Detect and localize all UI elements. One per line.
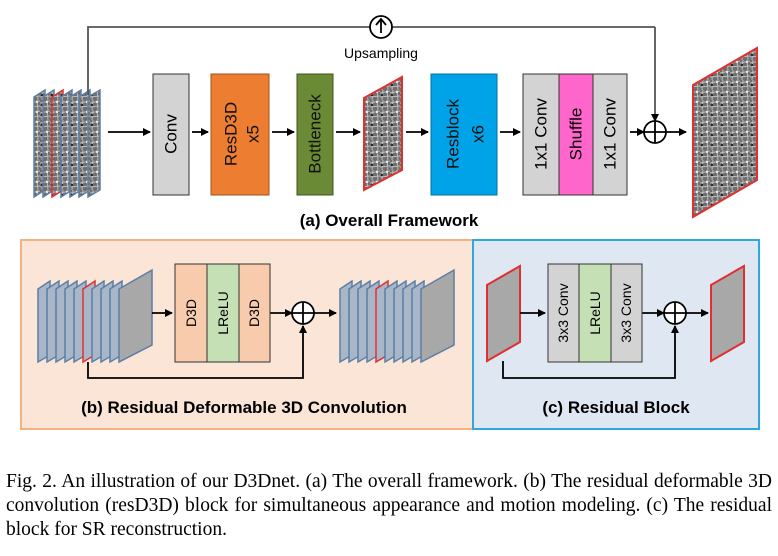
conv3x3-a-label: 3x3 Conv xyxy=(555,283,571,342)
resd3d-label: ResD3D xyxy=(222,102,241,166)
resd3d-output-frames xyxy=(339,268,455,364)
upsampling-skip-connection xyxy=(87,26,659,122)
lrelu-block-b: LReLU xyxy=(206,263,240,363)
resd3d-input-frames xyxy=(37,268,153,364)
resd3d-repeat-label: x5 xyxy=(244,125,263,143)
resblock-repeat-label: x6 xyxy=(469,125,488,143)
residual-input-frame xyxy=(486,264,521,363)
conv3x3-a-block: 3x3 Conv xyxy=(547,263,580,363)
lrelu-block-c: LReLU xyxy=(578,263,612,363)
shuffle-block: Shuffle xyxy=(558,73,594,196)
lrelu-c-label: LReLU xyxy=(587,291,603,335)
resd3d-panel: D3D LReLU D3D (b) Residual Defo xyxy=(20,239,474,430)
resd3d-block: ResD3D x5 xyxy=(210,73,270,196)
conv-label: Conv xyxy=(162,114,181,154)
figure-caption: Fig. 2. An illustration of our D3Dnet. (… xyxy=(6,471,772,540)
output-frame xyxy=(692,46,758,219)
resd3d-arrows xyxy=(87,309,337,379)
resd3d-sum-icon xyxy=(291,301,315,325)
d3d-a-label: D3D xyxy=(183,299,199,327)
resblock-label: Resblock xyxy=(444,99,463,169)
upsampling-label: Upsampling xyxy=(344,45,418,61)
sum-icon xyxy=(643,120,667,144)
input-frames xyxy=(33,88,101,199)
conv3x3-b-label: 3x3 Conv xyxy=(618,283,634,342)
d3d-a-block: D3D xyxy=(174,263,208,363)
resd3d-title: (b) Residual Deformable 3D Convolution xyxy=(81,398,407,417)
conv-block: Conv xyxy=(152,73,190,196)
residual-output-frame xyxy=(710,264,745,363)
residual-block-title: (c) Residual Block xyxy=(542,398,690,417)
bottleneck-block: Bottleneck xyxy=(296,73,334,196)
bottleneck-label: Bottleneck xyxy=(306,94,325,174)
shuffle-label: Shuffle xyxy=(567,108,586,161)
conv1x1-b-label: 1x1 Conv xyxy=(601,98,620,170)
conv3x3-b-block: 3x3 Conv xyxy=(610,263,643,363)
residual-arrows xyxy=(502,309,709,379)
framework-title: (a) Overall Framework xyxy=(300,211,479,230)
conv1x1-a-block: 1x1 Conv xyxy=(522,73,560,196)
resblock-block: Resblock x6 xyxy=(430,73,498,196)
conv1x1-a-label: 1x1 Conv xyxy=(532,98,551,170)
residual-block-panel: 3x3 Conv LReLU 3x3 Conv (c) Residual Blo… xyxy=(472,239,760,430)
upsampling-icon xyxy=(369,15,393,39)
d3d-b-label: D3D xyxy=(246,299,262,327)
d3d-b-block: D3D xyxy=(238,263,271,363)
overall-framework: Upsampling Conv ResD3D x5 Bottleneck xyxy=(33,15,758,230)
d3dnet-diagram: Upsampling Conv ResD3D x5 Bottleneck xyxy=(20,15,760,430)
residual-sum-icon xyxy=(663,301,687,325)
conv1x1-b-block: 1x1 Conv xyxy=(592,73,628,196)
lrelu-b-label: LReLU xyxy=(215,291,231,335)
intermediate-frame xyxy=(363,75,403,192)
